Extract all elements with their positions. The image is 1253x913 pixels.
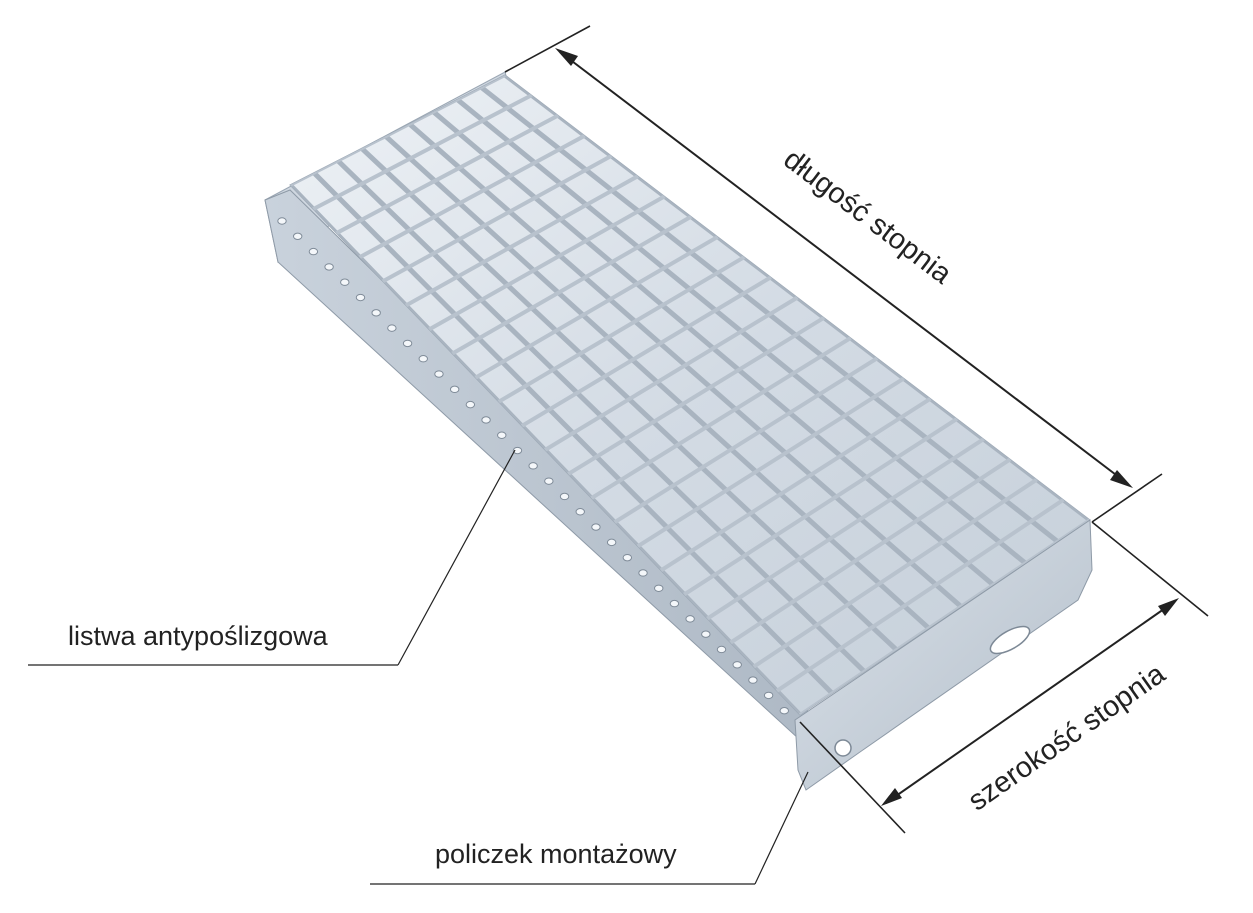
length-extension-line-bottom [1091, 473, 1163, 523]
perforation-dot [669, 599, 680, 608]
perforation-dot [763, 691, 774, 700]
width-extension-line-left [799, 721, 906, 834]
mesh-bar [312, 93, 533, 211]
perforation-dot [402, 339, 413, 348]
perforation-dot [622, 553, 633, 562]
mesh-bar [497, 255, 746, 404]
mesh-bar [381, 154, 613, 284]
mounting-cheek-label: policzek montażowy [435, 839, 677, 869]
mesh-bar [358, 133, 586, 260]
mesh-bar [729, 457, 1012, 645]
mesh-bar [428, 194, 666, 332]
perforation-dot [606, 538, 617, 547]
mounting-hole-round [834, 739, 852, 757]
mesh-bar [706, 437, 985, 621]
perforation-dot [685, 615, 695, 623]
mesh-bar [520, 275, 772, 428]
length-dimension-line [559, 51, 1129, 485]
perforation-dot [292, 232, 303, 241]
mesh-bar [474, 235, 719, 380]
mounting-cheek-leader-pointer [754, 771, 809, 885]
perforation-dot [544, 477, 554, 485]
width-dimension-line [885, 601, 1175, 804]
perforation-dot [371, 309, 381, 317]
mesh-bar [636, 376, 905, 549]
perforation-dot [528, 462, 538, 470]
width-dimension [799, 521, 1209, 834]
anti-slip-leader-pointer [397, 449, 516, 666]
mesh-bar [775, 498, 1065, 693]
length-arrowhead-start [555, 48, 578, 66]
perforation-dot [748, 676, 758, 684]
perforation-dot [654, 584, 664, 592]
perforation-dot [387, 324, 397, 332]
mesh-bar [613, 356, 879, 524]
mesh-bar [659, 396, 932, 573]
perforation-dot [575, 508, 585, 516]
width-arrowhead-right [1158, 598, 1179, 616]
perforation-dot [434, 370, 444, 378]
perforation-dot [732, 661, 742, 669]
grating-step-illustration [264, 71, 1093, 791]
length-dimension [504, 25, 1163, 523]
mesh-bar [752, 477, 1038, 669]
mounting-cheek-callout [370, 771, 809, 885]
perforation-dot [355, 293, 366, 302]
perforation-dot [308, 247, 319, 256]
perforation-dot [716, 645, 727, 654]
perforation-dot [591, 523, 601, 531]
length-label: długość stopnia [778, 143, 959, 291]
mounting-cheek [794, 519, 1093, 791]
perforation-dot [779, 706, 790, 715]
mesh-bar [290, 75, 506, 187]
perforation-dot [701, 630, 711, 638]
perforation-dot [449, 385, 460, 394]
perforation-dot [340, 278, 350, 286]
perforation-dot [559, 492, 570, 501]
mesh-bar [451, 214, 693, 356]
mesh-bar [683, 417, 959, 597]
perforation-dot [465, 400, 476, 409]
perforation-dot [481, 416, 491, 424]
mesh-bar [543, 295, 799, 452]
perforation-dot [418, 355, 428, 363]
perforation-dot [512, 446, 523, 455]
length-arrowhead-end [1110, 470, 1133, 488]
anti-slip-label: listwa antypoślizgowa [68, 621, 329, 651]
perforation-dot [638, 569, 648, 577]
mesh-bar [404, 174, 639, 308]
width-extension-line-right [1091, 521, 1209, 617]
width-label: szerokość stopnia [963, 657, 1172, 817]
perforation-dot [497, 431, 507, 439]
perforation-dot [277, 217, 287, 225]
mesh-bar [567, 316, 826, 476]
mounting-hole-slot [989, 625, 1031, 655]
perforation-dot [324, 263, 334, 271]
anti-slip-callout [28, 449, 516, 666]
mesh-bar [335, 113, 560, 235]
mesh-bar [590, 336, 852, 500]
length-extension-line-top [504, 25, 591, 73]
width-arrowhead-left [881, 788, 902, 806]
